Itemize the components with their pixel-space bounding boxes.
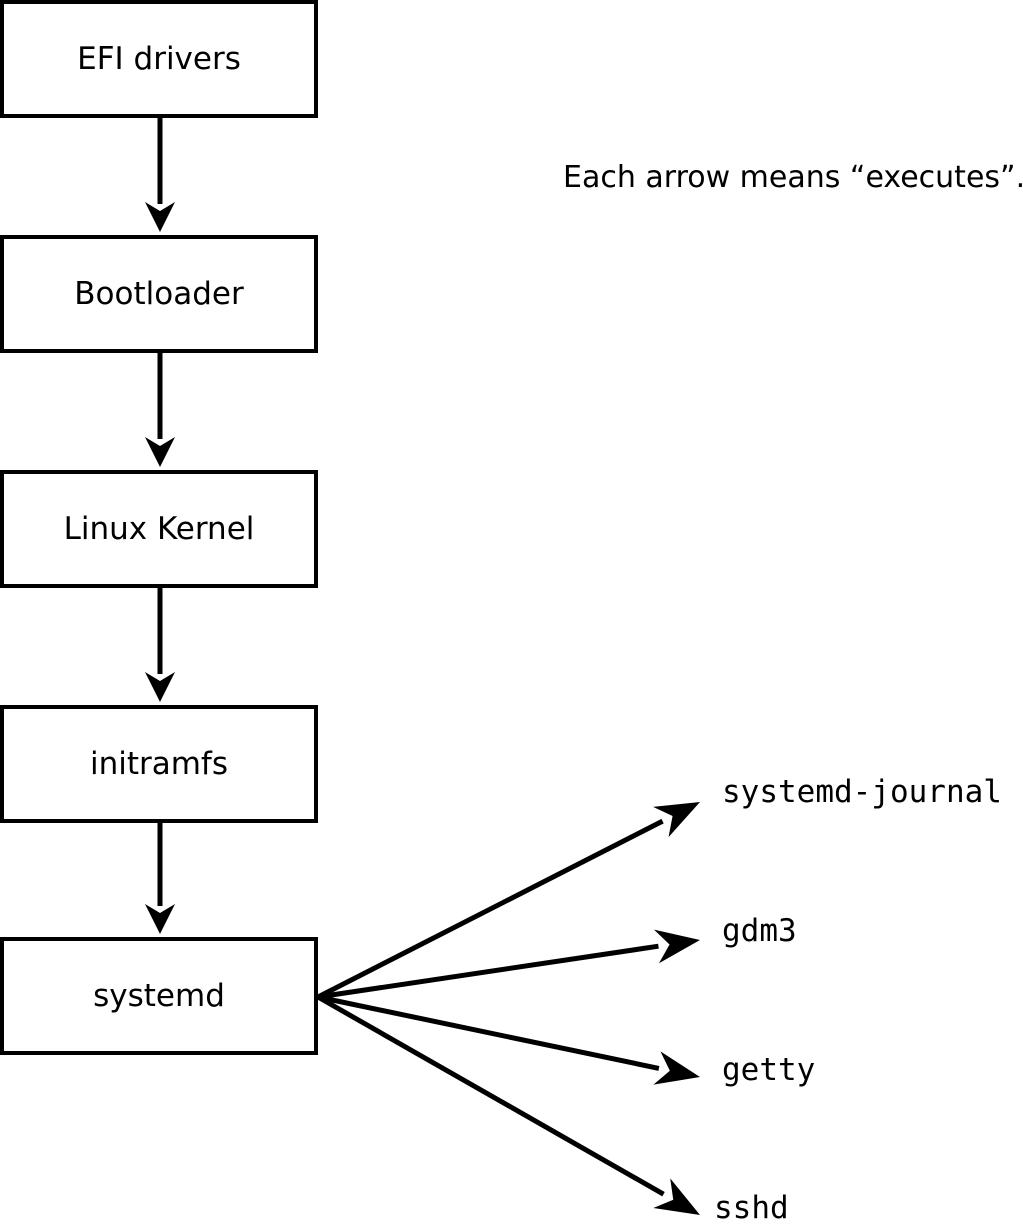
legend-caption: Each arrow means “executes”. [563,160,1023,195]
fan-arrow-systemd-journal-head [653,802,700,838]
service-label-getty[interactable]: getty [722,1052,816,1088]
fan-arrow-gdm3-head [653,929,700,964]
node-box-bootloader[interactable]: Bootloader [0,235,318,353]
node-box-efi-drivers[interactable]: EFI drivers [0,0,318,118]
node-label-systemd: systemd [93,977,225,1014]
chain-arrow-group [145,118,175,934]
node-label-efi-drivers: EFI drivers [77,40,241,77]
fan-arrow-sshd-shaft [316,994,665,1197]
service-label-gdm3[interactable]: gdm3 [722,913,797,949]
chain-arrow-2-head [145,672,175,702]
node-box-initramfs[interactable]: initramfs [0,705,318,823]
node-label-initramfs: initramfs [89,745,229,782]
fan-arrow-group [316,802,700,1215]
node-label-bootloader: Bootloader [74,275,244,312]
node-box-systemd[interactable]: systemd [0,937,318,1055]
fan-arrow-getty-head [653,1051,700,1085]
service-label-sshd[interactable]: sshd [714,1190,789,1226]
chain-arrow-1-head [145,437,175,467]
service-label-systemd-journal[interactable]: systemd-journal [722,774,1002,810]
fan-arrow-getty-shaft [317,994,660,1071]
fan-arrow-sshd-head [653,1178,700,1215]
node-label-linux-kernel: Linux Kernel [63,510,255,547]
chain-arrow-3-head [145,904,175,934]
node-box-linux-kernel[interactable]: Linux Kernel [0,470,318,588]
chain-arrow-0-head [145,202,175,232]
fan-arrow-gdm3-shaft [317,943,659,1000]
fan-arrow-systemd-journal-shaft [316,818,664,1000]
